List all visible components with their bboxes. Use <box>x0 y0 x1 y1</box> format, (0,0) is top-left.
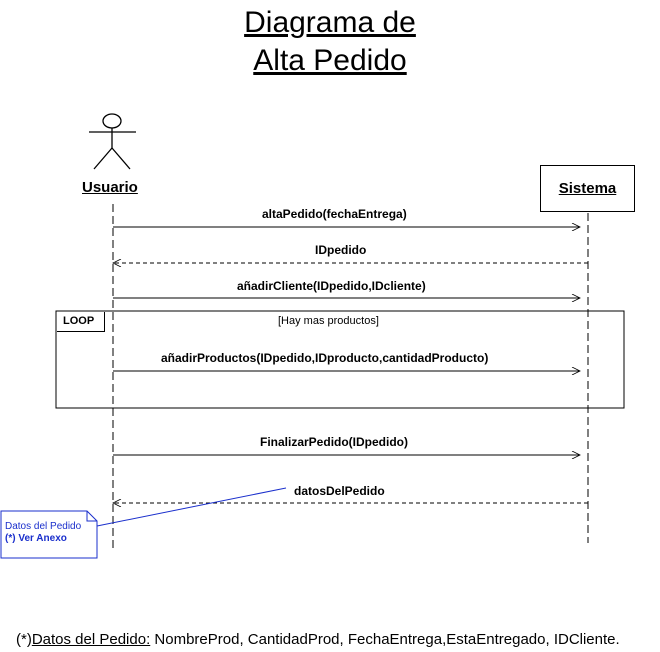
message-label-finalizarpedido: FinalizarPedido(IDpedido) <box>260 435 409 449</box>
message-label-altapedido: altaPedido(fechaEntrega) <box>262 207 407 221</box>
message-label-datosdelpedido: datosDelPedido <box>294 484 385 498</box>
footer-note: (*)Datos del Pedido: NombreProd, Cantida… <box>16 631 620 648</box>
footer-prefix: (*) <box>16 631 32 648</box>
title-line-2: Alta Pedido <box>253 44 407 77</box>
note-line-2: (*) Ver Anexo <box>5 533 67 544</box>
note-connector <box>96 487 287 527</box>
loop-label: LOOP <box>57 312 105 332</box>
title-line-1: Diagrama de <box>244 6 416 39</box>
actor-sistema-box: Sistema <box>540 165 635 212</box>
note-line-1: Datos del Pedido <box>5 521 82 532</box>
message-label-idpedido: IDpedido <box>315 243 367 257</box>
message-label-anadircliente: añadirCliente(IDpedido,IDcliente) <box>237 279 426 293</box>
footer-link: Datos del Pedido: <box>31 631 151 648</box>
footer-rest: NombreProd, CantidadProd, FechaEntrega,E… <box>150 631 620 648</box>
actor-usuario-icon <box>89 113 136 170</box>
message-label-anadirproductos: añadirProductos(IDpedido,IDproducto,cant… <box>161 351 489 365</box>
loop-guard: [Hay mas productos] <box>278 315 379 327</box>
note-shape <box>0 510 98 559</box>
loop-frame <box>55 310 625 409</box>
actor-usuario-label: Usuario <box>82 179 138 196</box>
note-text: Datos del Pedido (*) Ver Anexo <box>5 521 81 545</box>
